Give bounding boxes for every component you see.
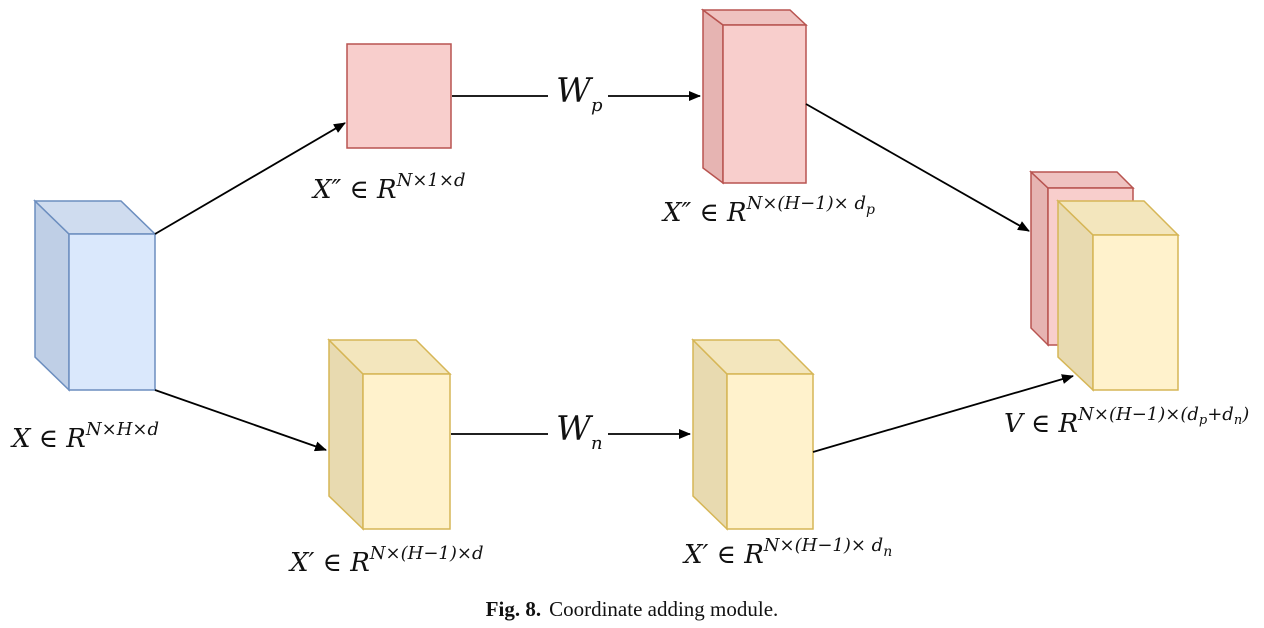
caption-text: Coordinate adding module. [549,597,778,621]
input-label: X ∈ RN×H×d [10,419,159,454]
arrow-bottom-output-to-v [812,374,1074,453]
output-stacked-cubes [1029,170,1180,392]
figure-caption: Fig. 8. Coordinate adding module. [486,597,779,621]
top-output-cube [700,8,808,185]
bottom-output-cube [691,338,815,531]
weight-wn-label: Wn [556,409,603,454]
top-output-cube-side [702,8,724,185]
bottom-input-cube-front [362,373,451,530]
arrow-input-to-bottom [154,389,327,452]
output-label: V ∈ RN×(H−1)×(dp+dn) [1004,404,1249,439]
top-output-cube-front [722,24,807,184]
bottom-output-label: X′ ∈ RN×(H−1)× dn [682,535,892,570]
output-red-cube-top [1029,171,1135,189]
arrow-input-to-pool [154,122,346,235]
bottom-input-cube [327,338,452,531]
pooled-square [346,43,452,149]
bottom-output-cube-front [726,373,814,530]
arrow-top-output-to-v [805,103,1030,232]
caption-prefix: Fig. 8. [486,597,541,621]
input-cube-front [68,233,156,391]
weight-wp-label: Wp [556,71,603,116]
output-red-cube-side [1030,170,1049,347]
input-cube [33,199,157,392]
bottom-input-label: X′ ∈ RN×(H−1)×d [288,543,483,578]
pooled-label: X″ ∈ RN×1×d [311,170,465,205]
top-output-label: X″ ∈ RN×(H−1)× dp [661,193,875,228]
output-yellow-cube-front [1092,234,1179,391]
